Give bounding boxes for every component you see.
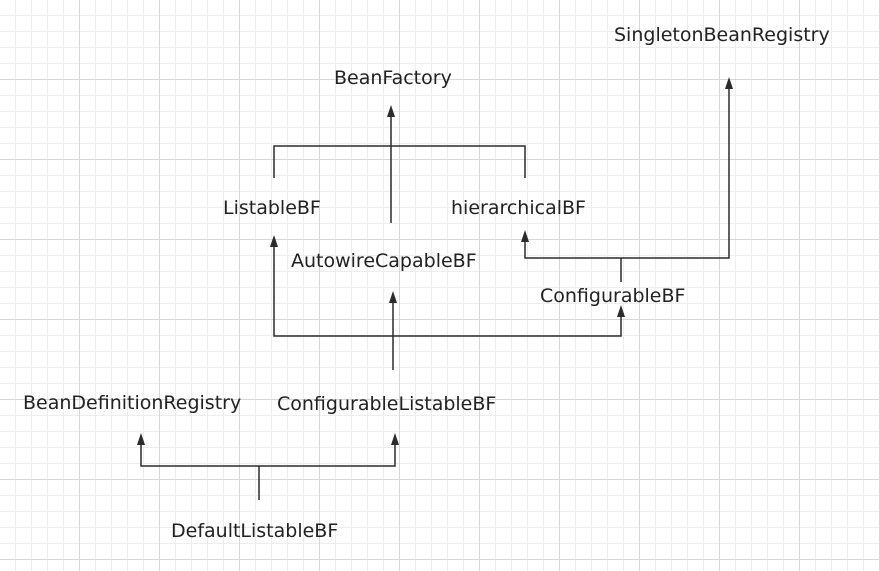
node-singleton-bean-registry: SingletonBeanRegistry <box>614 24 830 46</box>
connector-default-bracket <box>140 445 396 467</box>
connector-to-hierarchical <box>524 241 621 259</box>
arrowhead-singleton <box>725 77 733 89</box>
node-bean-definition-registry: BeanDefinitionRegistry <box>23 392 242 414</box>
node-configurable-listable-bf: ConfigurableListableBF <box>277 393 497 415</box>
connector-to-listable-and-configurable <box>273 247 622 337</box>
node-hierarchical-bf: hierarchicalBF <box>451 197 586 219</box>
arrowhead-autowire <box>389 291 397 303</box>
node-autowire-capable-bf: AutowireCapableBF <box>291 250 477 272</box>
arrowhead-configurable-listable <box>391 433 399 445</box>
connector-bracket-beanfactory <box>273 145 526 178</box>
node-configurable-bf: ConfigurableBF <box>540 285 686 307</box>
arrowhead-bean-definition-registry <box>137 433 145 445</box>
arrowhead-listable <box>270 235 278 247</box>
connector-to-singleton <box>621 88 730 259</box>
node-default-listable-bf: DefaultListableBF <box>171 520 339 542</box>
node-bean-factory: BeanFactory <box>334 67 452 89</box>
arrowhead-configurable <box>617 305 625 317</box>
arrowhead-hierarchical <box>521 230 529 242</box>
arrowhead-beanfactory <box>387 105 395 117</box>
node-listable-bf: ListableBF <box>223 197 321 219</box>
